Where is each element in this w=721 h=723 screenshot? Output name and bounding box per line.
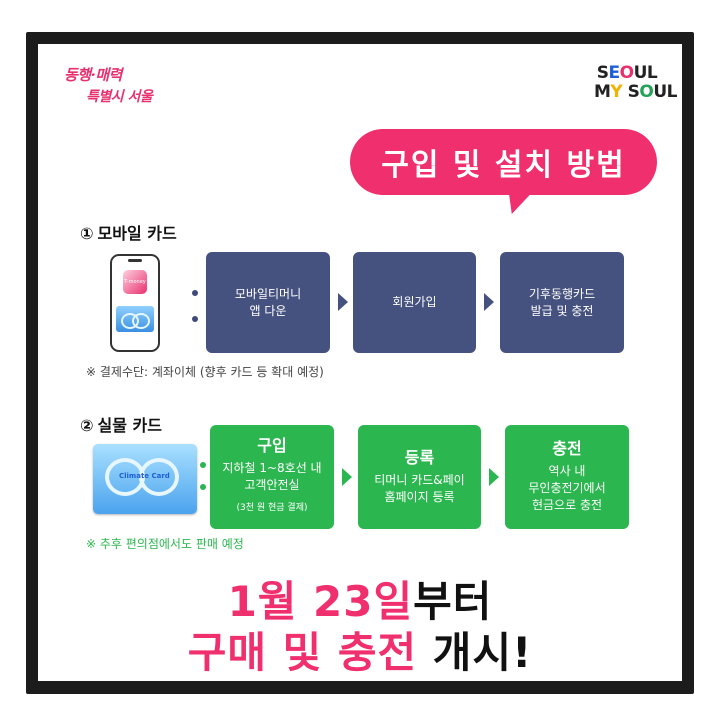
step-title: 충전 xyxy=(552,439,582,458)
step-title: 구입 xyxy=(257,436,287,455)
step-text: 티머니 카드&페이 xyxy=(374,472,465,487)
seoul-slogan-logo: 동행·매력 특별시 서울 xyxy=(64,64,174,116)
physical-number: ② xyxy=(80,416,94,435)
logo-letter: Y xyxy=(610,82,623,102)
headline-line1: 1월 23일부터 xyxy=(38,568,682,629)
arrow-right-icon xyxy=(342,468,352,486)
headline-line2: 구매 및 충전 개시! xyxy=(38,619,682,680)
phone-notch xyxy=(128,259,142,262)
arrow-right-icon xyxy=(484,293,494,311)
step-small-text: (3천 원 현금 결제) xyxy=(236,503,308,513)
step-text: 지하철 1~8호선 내 xyxy=(222,461,322,475)
seoul-my-soul-logo: SEOUL MY SOUL xyxy=(594,63,678,110)
logo-letter: S xyxy=(627,82,640,102)
tmoney-app-icon: T-money xyxy=(123,270,147,294)
card-label: Climate Card xyxy=(119,472,170,480)
logo-letter: L xyxy=(646,63,658,83)
title-bubble: 구입 및 설치 방법 xyxy=(350,129,657,195)
logo-letter: L xyxy=(666,82,678,102)
step-text: 앱 다운 xyxy=(249,303,287,318)
bullet-dot xyxy=(192,290,198,296)
mini-card-icon xyxy=(116,306,154,332)
logo-letter: S xyxy=(596,63,609,83)
phone-illustration: T-money xyxy=(110,254,160,352)
logo-left-line1: 동행·매력 xyxy=(64,66,122,84)
logo-letter: E xyxy=(608,63,621,83)
payment-note: ※ 결제수단: 계좌이체 (향후 카드 등 확대 예정) xyxy=(86,365,324,379)
bullet-dot xyxy=(200,484,206,490)
physical-step-1: 구입 지하철 1~8호선 내 고객안전실 (3천 원 현금 결제) xyxy=(210,425,334,529)
physical-step-2: 등록 티머니 카드&페이 홈페이지 등록 xyxy=(358,425,481,529)
climate-card-illustration: Climate Card xyxy=(93,444,197,514)
logo-letter: O xyxy=(619,63,634,83)
step-text: 고객안전실 xyxy=(244,478,300,492)
mobile-step-1: 모바일티머니 앱 다운 xyxy=(206,252,330,353)
card-ring xyxy=(139,458,179,496)
logo-letter: M xyxy=(594,82,611,102)
arrow-right-icon xyxy=(489,468,499,486)
step-text: 무인충전기에서 xyxy=(528,481,606,495)
convenience-store-note: ※ 추후 편의점에서도 판매 예정 xyxy=(86,537,244,551)
mobile-number: ① xyxy=(80,224,94,243)
step-title: 등록 xyxy=(404,447,435,467)
headline-date: 1월 23일 xyxy=(227,577,414,626)
headline-from: 부터 xyxy=(413,577,493,626)
headline-start: 개시! xyxy=(417,628,533,677)
arrow-right-icon xyxy=(338,293,348,311)
step-text: 역사 내 xyxy=(548,464,586,478)
step-text: 홈페이지 등록 xyxy=(384,489,455,504)
page-title: 구입 및 설치 방법 xyxy=(381,148,626,183)
physical-title: 실물 카드 xyxy=(97,416,162,435)
bullet-dot xyxy=(192,316,198,322)
step-text: 현금으로 충전 xyxy=(531,498,603,512)
logo-left-line2: 특별시 서울 xyxy=(86,89,153,105)
mobile-step-3: 기후동행카드 발급 및 충전 xyxy=(500,252,624,353)
bullet-dot xyxy=(200,462,206,468)
headline-purchase: 구매 및 충전 xyxy=(187,628,418,677)
mobile-title: 모바일 카드 xyxy=(97,224,177,243)
logo-letter: O xyxy=(639,82,654,102)
app-label: T-money xyxy=(124,279,146,285)
step-text: 회원가입 xyxy=(392,295,437,309)
logo-letter: U xyxy=(633,63,648,83)
physical-step-3: 충전 역사 내 무인충전기에서 현금으로 충전 xyxy=(505,425,629,529)
logo-letter: U xyxy=(653,82,667,102)
step-text: 기후동행카드 xyxy=(528,286,596,301)
step-text: 모바일티머니 xyxy=(234,286,302,301)
step-text: 발급 및 충전 xyxy=(530,303,594,318)
mobile-step-2: 회원가입 xyxy=(353,252,476,353)
